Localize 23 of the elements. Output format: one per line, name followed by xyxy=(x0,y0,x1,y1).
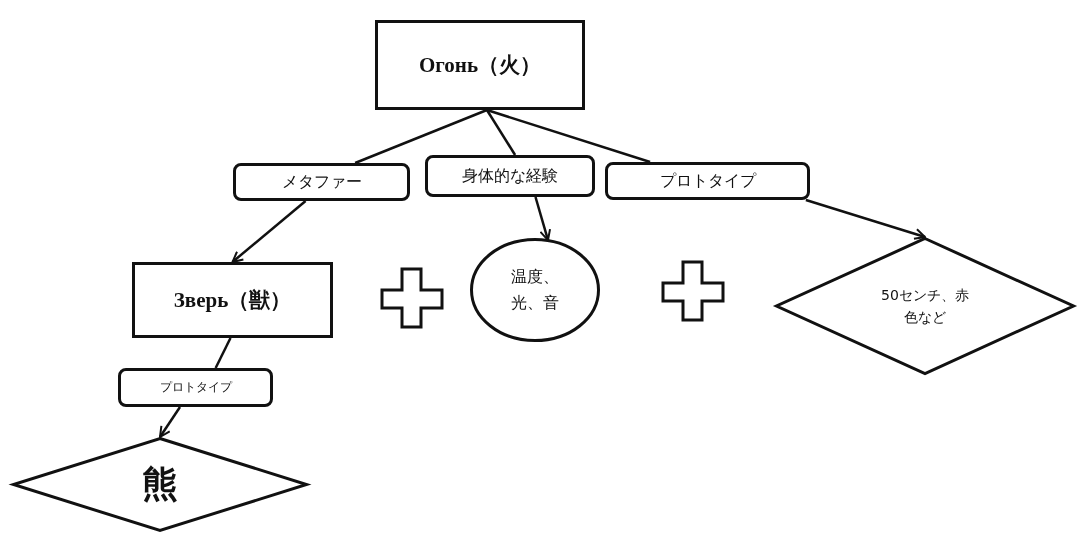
concept-box xyxy=(375,20,585,110)
decision-diamond xyxy=(775,237,1075,375)
concept-box xyxy=(132,262,333,338)
category-box xyxy=(118,368,273,407)
node-label: 温度、光、音 xyxy=(510,266,560,314)
node-label: 50センチ、赤色など xyxy=(880,285,970,327)
node-label: Зверь（獣） xyxy=(173,287,292,314)
node-label: メタファー xyxy=(281,171,362,193)
arrow xyxy=(158,406,182,438)
arrow xyxy=(231,200,307,263)
node-label: プロトタイプ xyxy=(159,379,232,396)
ellipse-node xyxy=(470,238,600,342)
connector-line xyxy=(214,337,232,369)
category-box xyxy=(425,155,595,197)
node-label: 身体的な経験 xyxy=(462,165,558,187)
arrow xyxy=(805,198,926,240)
node-label: Огонь（火） xyxy=(418,52,542,79)
category-box xyxy=(233,163,410,201)
connector-line xyxy=(354,108,488,165)
connector-line xyxy=(486,108,651,164)
category-box xyxy=(605,162,810,200)
node-label: プロトタイプ xyxy=(659,170,756,192)
connector-line xyxy=(485,109,517,156)
